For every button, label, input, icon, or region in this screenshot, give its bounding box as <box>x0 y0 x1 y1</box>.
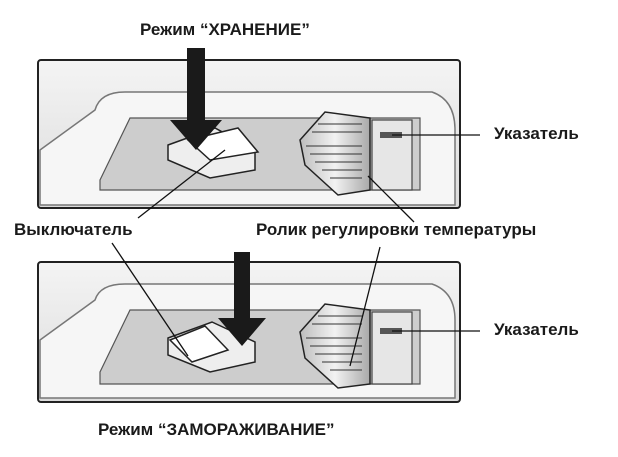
top-indicator-label: Указатель <box>494 124 579 143</box>
bottom-indicator-label: Указатель <box>494 320 579 339</box>
top-temperature-roller <box>299 111 371 196</box>
bottom-temperature-roller <box>299 303 371 389</box>
bottom-indicator-slot <box>371 311 413 385</box>
switch-label: Выключатель <box>14 220 133 239</box>
top-mode-label: Режим “ХРАНЕНИЕ” <box>140 20 310 39</box>
top-mode-arrow <box>170 48 222 150</box>
bottom-mode-arrow <box>218 252 266 346</box>
top-indicator-mark <box>380 132 402 138</box>
roller-label: Ролик регулировки температуры <box>256 220 537 239</box>
bottom-indicator-mark <box>380 328 402 334</box>
bottom-panel <box>37 252 461 403</box>
leader-lines <box>111 134 480 367</box>
switch-leader-bottom <box>111 242 189 357</box>
switch-leader-top <box>137 149 226 219</box>
top-panel <box>37 48 461 209</box>
top-indicator-slot <box>371 119 413 191</box>
bottom-mode-label: Режим “ЗАМОРАЖИВАНИЕ” <box>98 420 335 439</box>
roller-leader-top <box>367 175 415 223</box>
roller-leader-bottom <box>349 246 381 367</box>
